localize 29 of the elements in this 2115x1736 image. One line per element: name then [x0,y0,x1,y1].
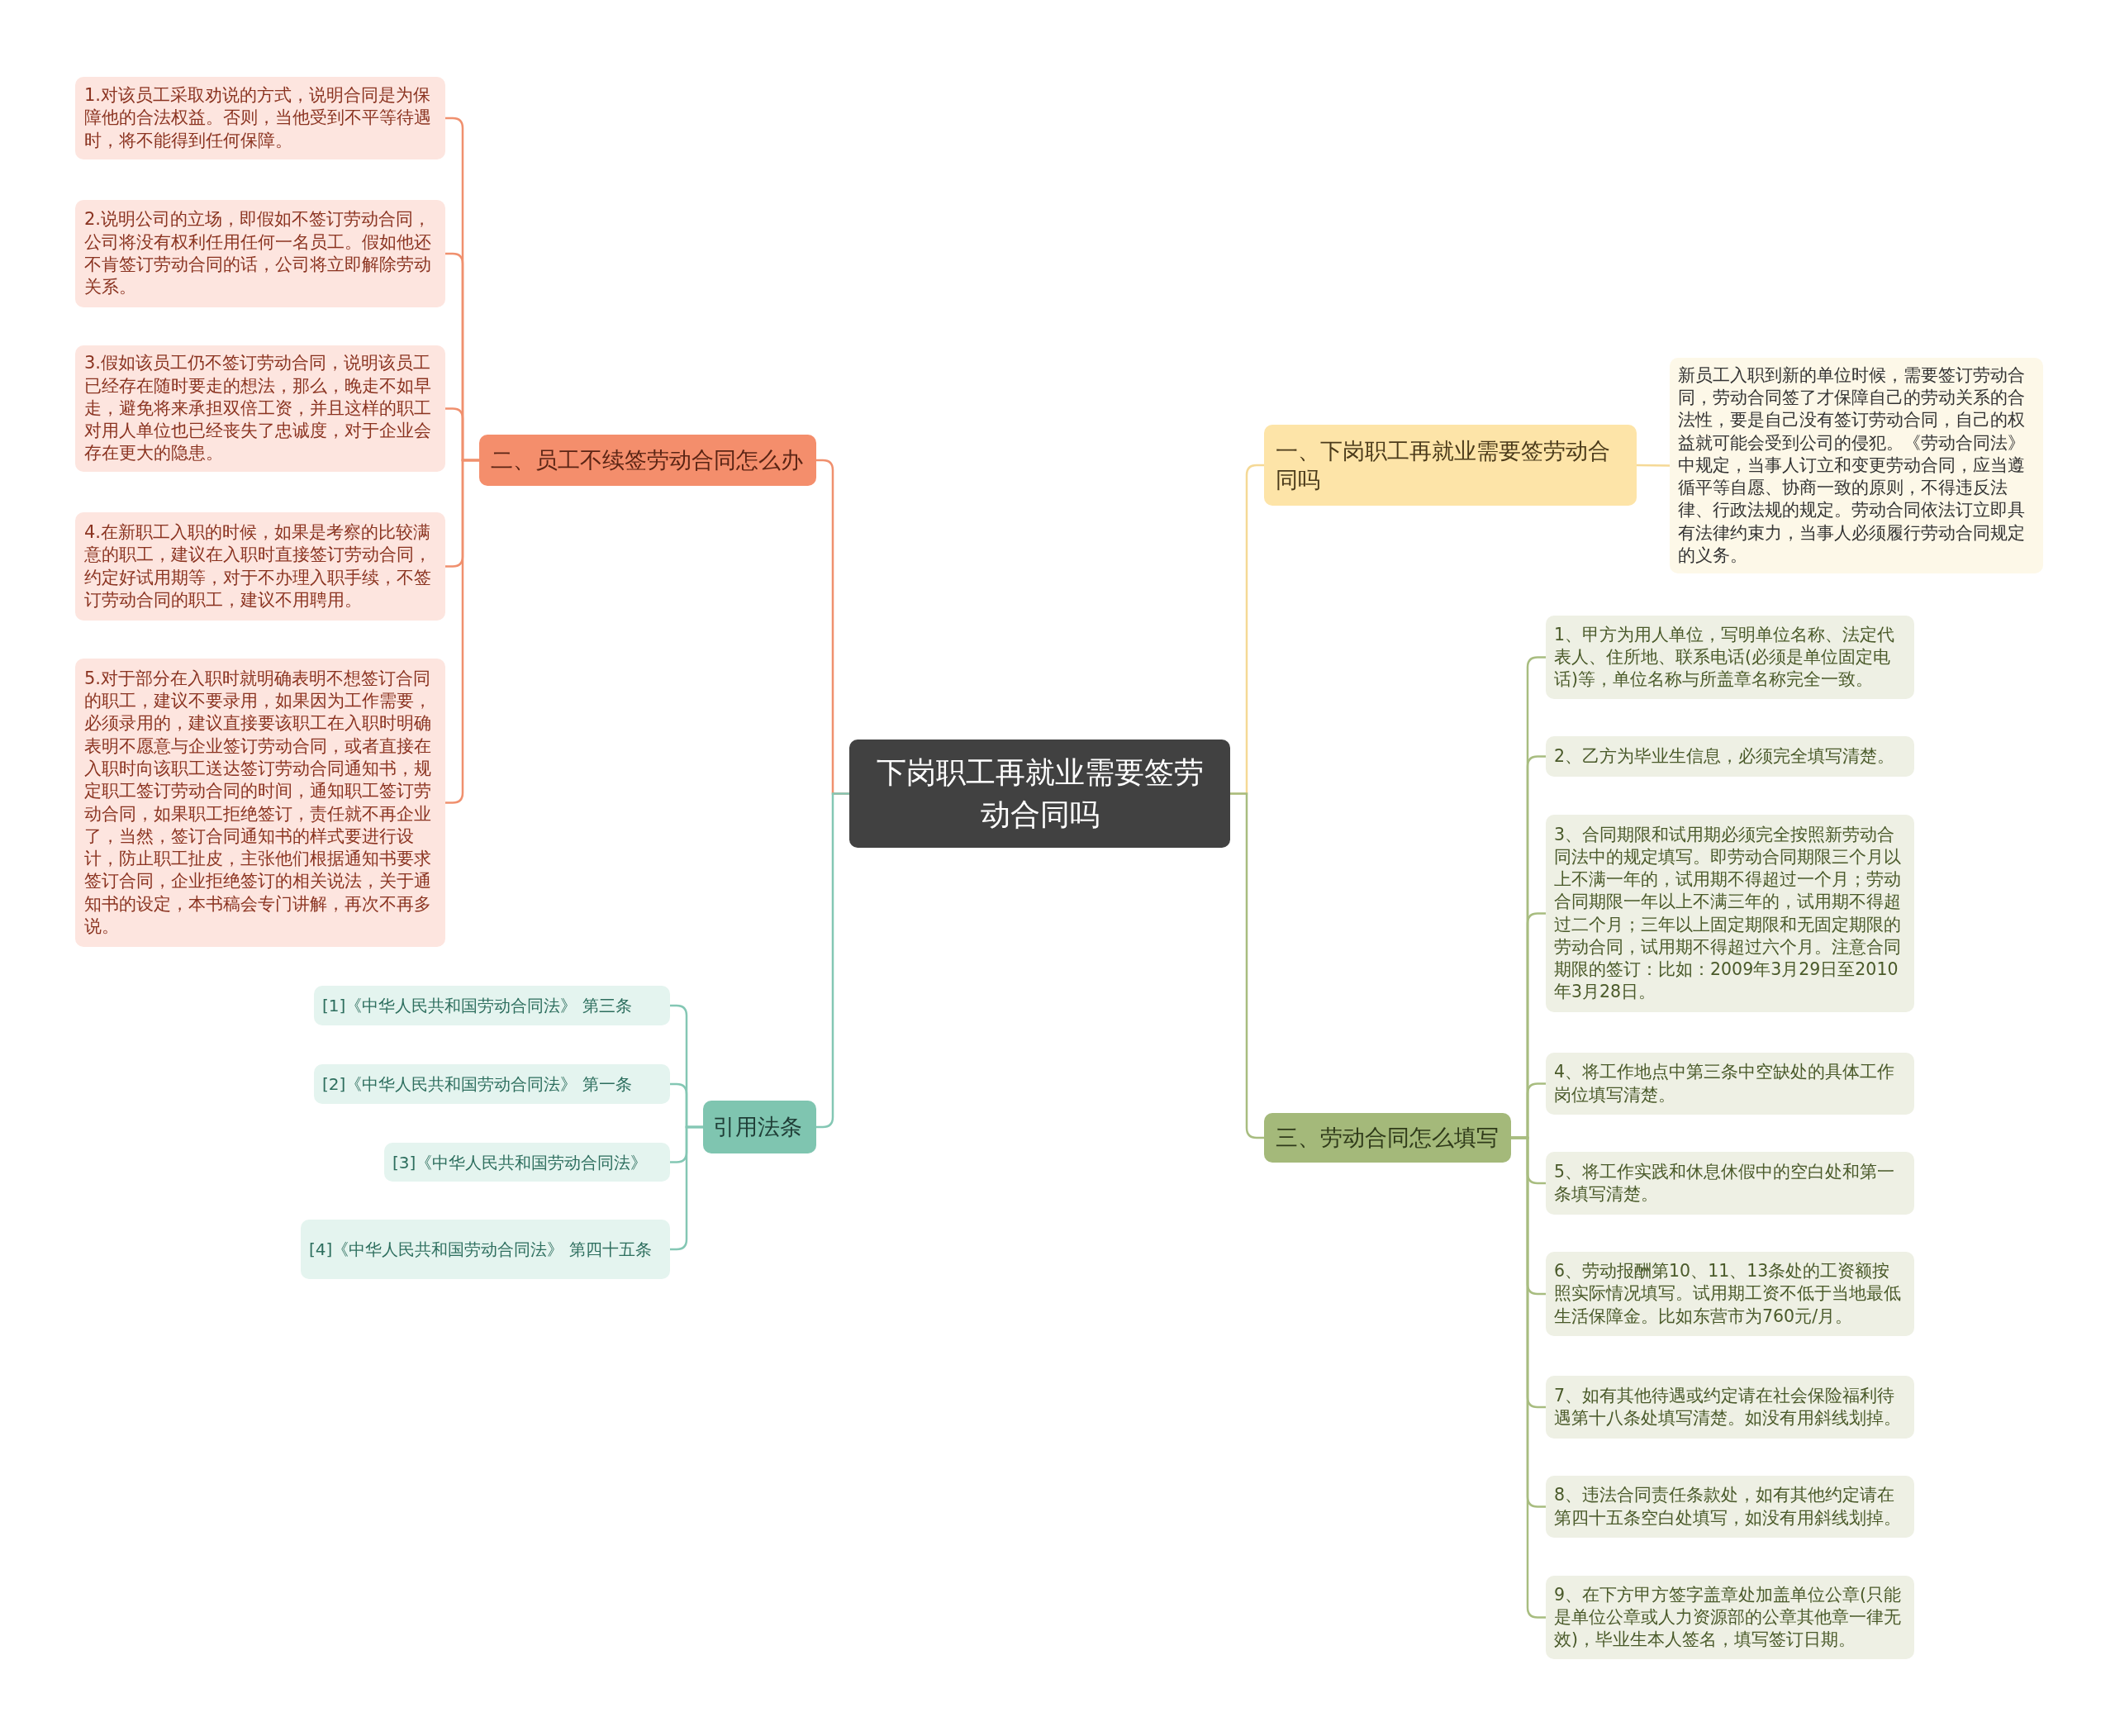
central-topic: 下岗职工再就业需要签劳动合同吗 [849,740,1230,848]
subtopic-box: 8、违法合同责任条款处，如有其他约定请在第四十五条空白处填写，如没有用斜线划掉。 [1546,1476,1914,1538]
subtopic-box: 新员工入职到新的单位时候，需要签订劳动合同，劳动合同签了才保障自己的劳动关系的合法性，要是自己没有签订劳动合同，自己的权益就可能会受到公司的侵犯。《劳动合同法》中规定，当事人订立和变更劳动合同，应当遵循平等自愿、协商一致的原则，不得违反法律、行政法规的规定。劳动合同依法订立即具有法律约束力，当事人必须履行劳动合同规定的义务。 [1670,358,2043,573]
subtopic-box: 5.对于部分在入职时就明确表明不想签订合同的职工，建议不要录用，如果因为工作需要，必须录用的，建议直接要该职工在入职时明确表明不愿意与企业签订劳动合同，或者直接在入职时向该职工送达签订劳动合同通知书，规定职工签订劳动合同的时间，通知职工签订劳动合同，如果职工拒绝签订，责任就不再企业了，当然，签订合同通知书的样式要进行设计，防止职工扯皮，主张他们根据通知书要求签订合同，企业拒绝签订的相关说法，关于通知书的设定，本书稿会专门讲解，再次不再多说。 [75,659,445,947]
connector [1230,792,1264,1139]
subtopic-box: 3.假如该员工仍不签订劳动合同，说明该员工已经存在随时要走的想法，那么，晚走不如早走，避免将来承担双倍工资，并且这样的职工对用人单位也已经丧失了忠诚度，对于企业会存在更大的隐患。 [75,345,445,472]
branch-topic: 三、劳动合同怎么填写 [1264,1113,1511,1163]
reference-box: [4]《中华人民共和国劳动合同法》 第四十五条 [301,1220,670,1279]
branch-topic: 二、员工不续签劳动合同怎么办 [479,435,816,486]
subtopic-box: 7、如有其他待遇或约定请在社会保险福利待遇第十八条处填写清楚。如没有用斜线划掉。 [1546,1376,1914,1439]
connector [816,792,849,1129]
subtopic-box: 9、在下方甲方签字盖章处加盖单位公章(只能是单位公章或人力资源部的公章其他章一律无效)，毕业生本人签名，填写签订日期。 [1546,1576,1914,1659]
branch-topic: 一、下岗职工再就业需要签劳动合同吗 [1264,425,1637,506]
subtopic-box: 4、将工作地点中第三条中空缺处的具体工作岗位填写清楚。 [1546,1053,1914,1115]
reference-box: [1]《中华人民共和国劳动合同法》 第三条 [314,986,670,1025]
reference-box: [3]《中华人民共和国劳动合同法》 [384,1143,670,1182]
connector [445,459,479,804]
reference-box: [2]《中华人民共和国劳动合同法》 第一条 [314,1064,670,1104]
subtopic-box: 3、合同期限和试用期必须完全按照新劳动合同法中的规定填写。即劳动合同期限三个月以上不满一年的，试用期不得超过一个月；劳动合同期限一年以上不满三年的，试用期不得超过二个月；三年以上固定期限和无固定期限的劳动合同，试用期不得超过六个月。注意合同期限的签订：比如：2009年3月29日至2010年3月28日。 [1546,815,1914,1012]
subtopic-box: 1、甲方为用人单位，写明单位名称、法定代表人、住所地、联系电话(必须是单位固定电话)等，单位名称与所盖章名称完全一致。 [1546,616,1914,699]
subtopic-box: 5、将工作实践和休息休假中的空白处和第一条填写清楚。 [1546,1152,1914,1215]
branch-topic: 引用法条 [703,1101,816,1153]
subtopic-box: 4.在新职工入职的时候，如果是考察的比较满意的职工，建议在入职时直接签订劳动合同，约定好试用期等，对于不办理入职手续，不签订劳动合同的职工，建议不用聘用。 [75,512,445,621]
connector [1637,464,1670,467]
subtopic-box: 1.对该员工采取劝说的方式，说明合同是为保障他的合法权益。否则，当他受到不平等待遇时，将不能得到任何保障。 [75,77,445,159]
subtopic-box: 6、劳动报酬第10、11、13条处的工资额按照实际情况填写。试用期工资不低于当地最低生活保障金。比如东营市为760元/月。 [1546,1252,1914,1336]
connector [670,1125,703,1251]
subtopic-box: 2、乙方为毕业生信息，必须完全填写清楚。 [1546,736,1914,777]
subtopic-box: 2.说明公司的立场，即假如不签订劳动合同，公司将没有权利任用任何一名员工。假如他还不肯签订劳动合同的话，公司将立即解除劳动关系。 [75,200,445,307]
